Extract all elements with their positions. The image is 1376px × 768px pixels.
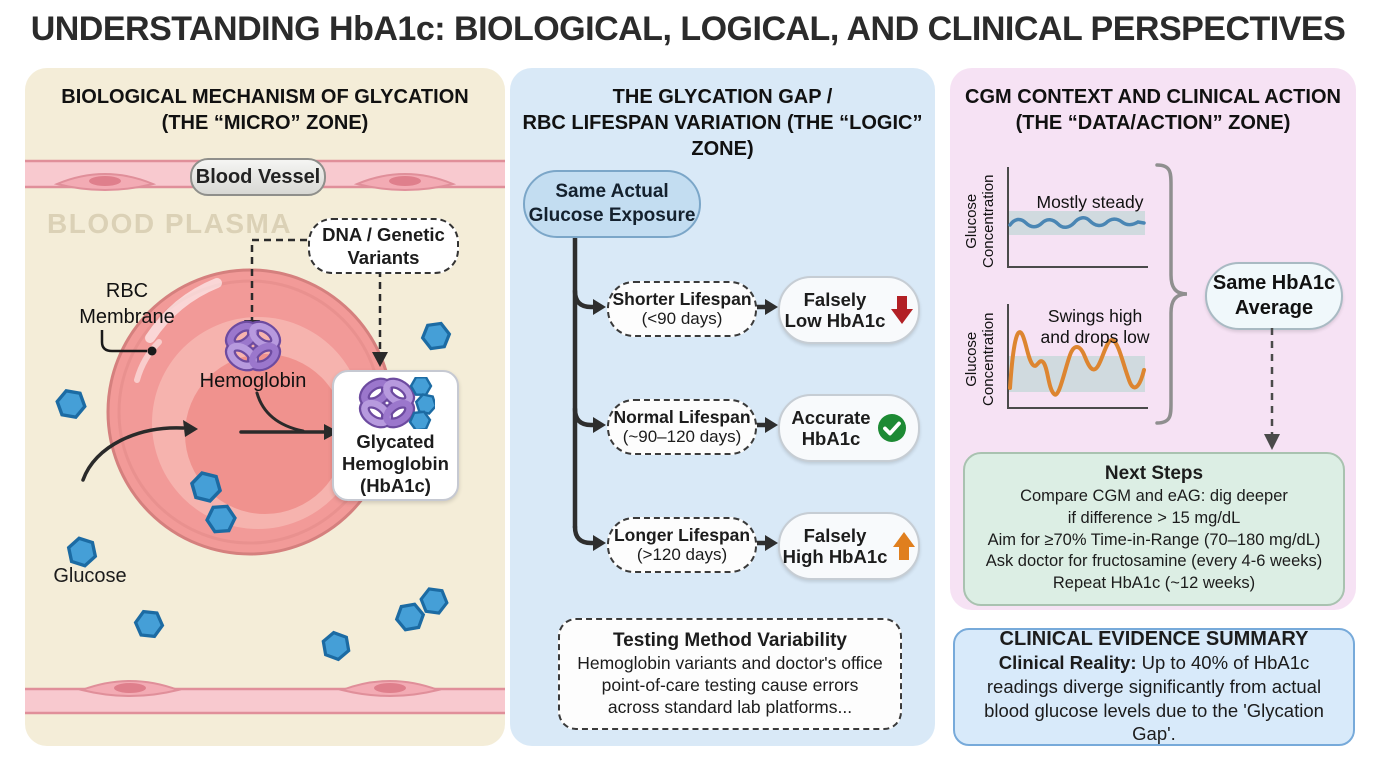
biological-mechanism-panel: BIOLOGICAL MECHANISM OF GLYCATION (THE “… — [25, 68, 505, 746]
result-label: Accurate HbA1c — [791, 406, 871, 449]
chart2-title: Swings high and drops low — [1040, 306, 1150, 347]
glycated-hemoglobin-label: Glycated Hemoglobin (HbA1c) — [342, 431, 449, 497]
shorter-lifespan-pill: Shorter Lifespan (<90 days) — [607, 281, 757, 337]
cgm-chart-steady — [1007, 167, 1148, 268]
summary-body-text: Up to 40% of HbA1c readings diverge sign… — [984, 652, 1324, 745]
dna-genetic-variants-box: DNA / Genetic Variants — [308, 218, 459, 274]
left-panel-header: BIOLOGICAL MECHANISM OF GLYCATION (THE “… — [61, 86, 469, 134]
page-title: UNDERSTANDING HbA1c: BIOLOGICAL, LOGICAL… — [30, 10, 1346, 48]
glycation-reaction-arrow — [239, 391, 339, 440]
testing-method-variability-box: Testing Method Variability Hemoglobin va… — [558, 618, 902, 730]
cgm-context-panel: CGM CONTEXT AND CLINICAL ACTION (THE “DA… — [950, 68, 1356, 610]
accurate-result-pill: Accurate HbA1c — [778, 394, 920, 462]
average-to-next-steps-arrow — [1264, 328, 1280, 450]
cell-diagram-graphic — [25, 159, 505, 715]
summary-body: Clinical Reality: Up to 40% of HbA1c rea… — [963, 651, 1345, 746]
falsely-low-result-pill: Falsely Low HbA1c — [778, 276, 920, 344]
right-panel-header: CGM CONTEXT AND CLINICAL ACTION (THE “DA… — [965, 86, 1341, 134]
middle-panel-header: THE GLYCATION GAP / RBC LIFESPAN VARIATI… — [522, 86, 923, 160]
glucose-label: Glucose — [53, 565, 127, 587]
glycation-gap-panel: THE GLYCATION GAP / RBC LIFESPAN VARIATI… — [510, 68, 935, 746]
branch-sublabel: (<90 days) — [641, 309, 723, 329]
next-steps-box: Next Steps Compare CGM and eAG: dig deep… — [963, 452, 1345, 606]
next-steps-line: Compare CGM and eAG: dig deeper — [1020, 486, 1288, 505]
decision-tree-connectors — [572, 232, 778, 551]
rbc-membrane-pointer — [100, 330, 157, 356]
branch-label: Shorter Lifespan — [612, 289, 752, 310]
chart1-title: Mostly steady — [1036, 192, 1144, 212]
dna-to-glycated-connector — [372, 270, 388, 367]
brace-icon — [1155, 163, 1188, 425]
clinical-evidence-summary-box: CLINICAL EVIDENCE SUMMARY Clinical Reali… — [953, 628, 1355, 746]
summary-bold-prefix: Clinical Reality: — [998, 652, 1137, 674]
next-steps-line: if difference > 15 mg/dL — [1067, 508, 1241, 527]
result-label: Falsely Low HbA1c — [784, 288, 886, 331]
hemoglobin-icon — [224, 320, 282, 372]
next-steps-line: Repeat HbA1c (~12 weeks) — [1052, 574, 1256, 593]
glucose-entry-arrow — [81, 420, 198, 482]
next-steps-line: Ask doctor for fructosamine (every 4-6 w… — [985, 552, 1323, 571]
red-arrow-down-icon — [891, 296, 914, 324]
branch-label: Longer Lifespan — [613, 525, 751, 546]
cgm-chart-swings — [1007, 304, 1148, 409]
result-label: Falsely High HbA1c — [782, 524, 888, 567]
testing-box-title: Testing Method Variability — [612, 629, 847, 651]
testing-box-body: Hemoglobin variants and doctor's office … — [577, 652, 883, 718]
longer-lifespan-pill: Longer Lifespan (>120 days) — [607, 517, 757, 573]
rbc-membrane-label: RBC Membrane — [79, 280, 175, 328]
blood-vessel-band-bottom — [25, 680, 505, 715]
same-hba1c-average-pill: Same HbA1c Average — [1205, 262, 1343, 330]
next-steps-title: Next Steps — [1104, 462, 1204, 484]
branch-sublabel: (~90–120 days) — [622, 427, 742, 447]
glycated-hemoglobin-box: Glycated Hemoglobin (HbA1c) — [332, 370, 459, 501]
summary-title: CLINICAL EVIDENCE SUMMARY — [999, 628, 1309, 651]
red-blood-cell — [106, 268, 394, 556]
normal-lifespan-pill: Normal Lifespan (~90–120 days) — [607, 399, 757, 455]
next-steps-line: Aim for ≥70% Time-in-Range (70–180 mg/dL… — [987, 530, 1321, 549]
same-glucose-exposure-pill: Same Actual Glucose Exposure — [523, 170, 701, 238]
branch-sublabel: (>120 days) — [636, 545, 728, 565]
falsely-high-result-pill: Falsely High HbA1c — [778, 512, 920, 580]
orange-arrow-up-icon — [893, 532, 916, 560]
blood-vessel-label: Blood Vessel — [190, 158, 326, 196]
glycated-hemoglobin-icon — [358, 377, 435, 429]
green-check-icon — [877, 414, 906, 442]
hemoglobin-label: Hemoglobin — [199, 370, 307, 392]
branch-label: Normal Lifespan — [613, 407, 751, 428]
blood-plasma-label: BLOOD PLASMA — [47, 208, 293, 239]
